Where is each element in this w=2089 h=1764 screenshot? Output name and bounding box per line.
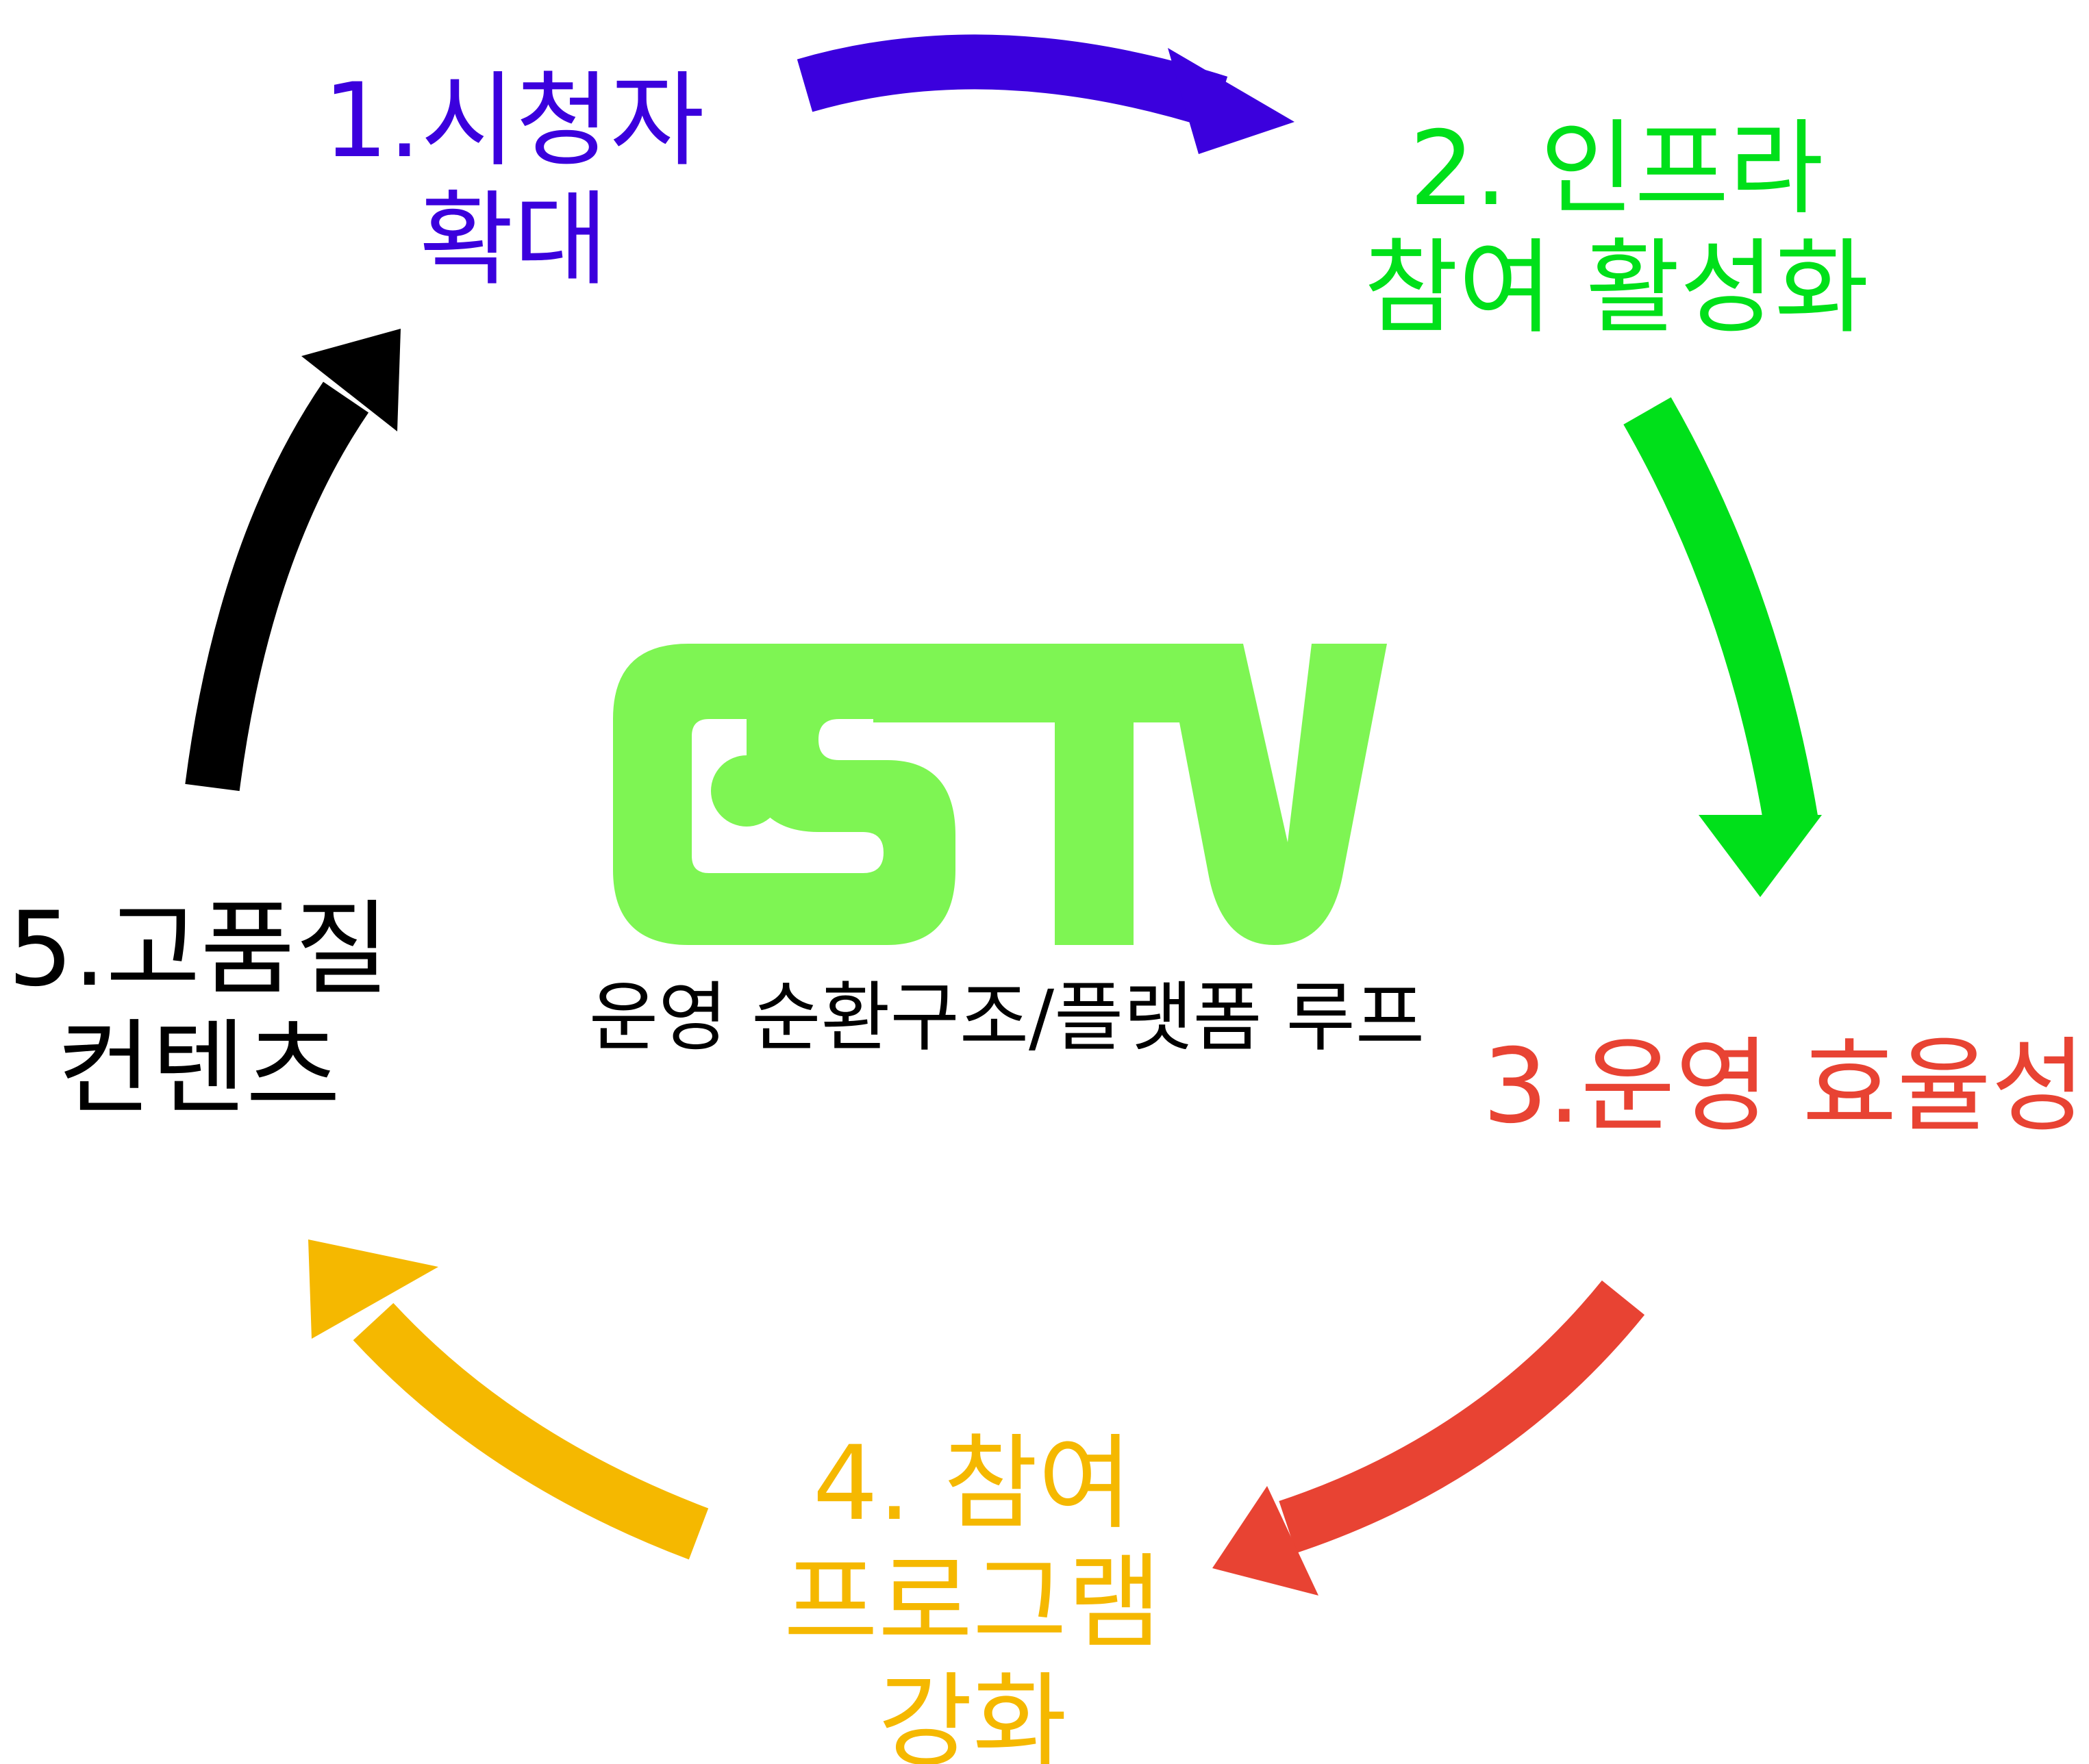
step-5-line-2: 컨텐츠 [56,1009,340,1129]
step-4-line-1: 4. 참여 [812,1424,1133,1544]
step-3-line-1: 3.운영 효율성 [1482,1027,2086,1146]
estv-logo-icon [613,644,1387,945]
step-3-label: 3.운영 효율성 [1479,1027,2089,1146]
step-4-line-2: 프로그램 [783,1544,1162,1663]
step-5-line-1: 5.고품질 [8,890,390,1009]
step-2-line-2: 참여 활성화 [1364,229,1869,348]
step-4-label: 4. 참여 프로그램 강화 [712,1424,1233,1764]
step-2-label: 2. 인프라 참여 활성화 [1288,110,1945,348]
step-5-label: 5.고품질 컨텐츠 [0,890,397,1129]
step-1-line-1: 1.시청자 [323,62,705,181]
step-1-label: 1.시청자 확대 [274,62,753,300]
step-2-line-1: 2. 인프라 [1409,110,1824,229]
step-4-line-3: 강화 [877,1663,1067,1764]
center-caption: 운영 순환구조/플랫폼 루프 [588,974,1425,1061]
step-1-line-2: 확대 [418,181,608,300]
